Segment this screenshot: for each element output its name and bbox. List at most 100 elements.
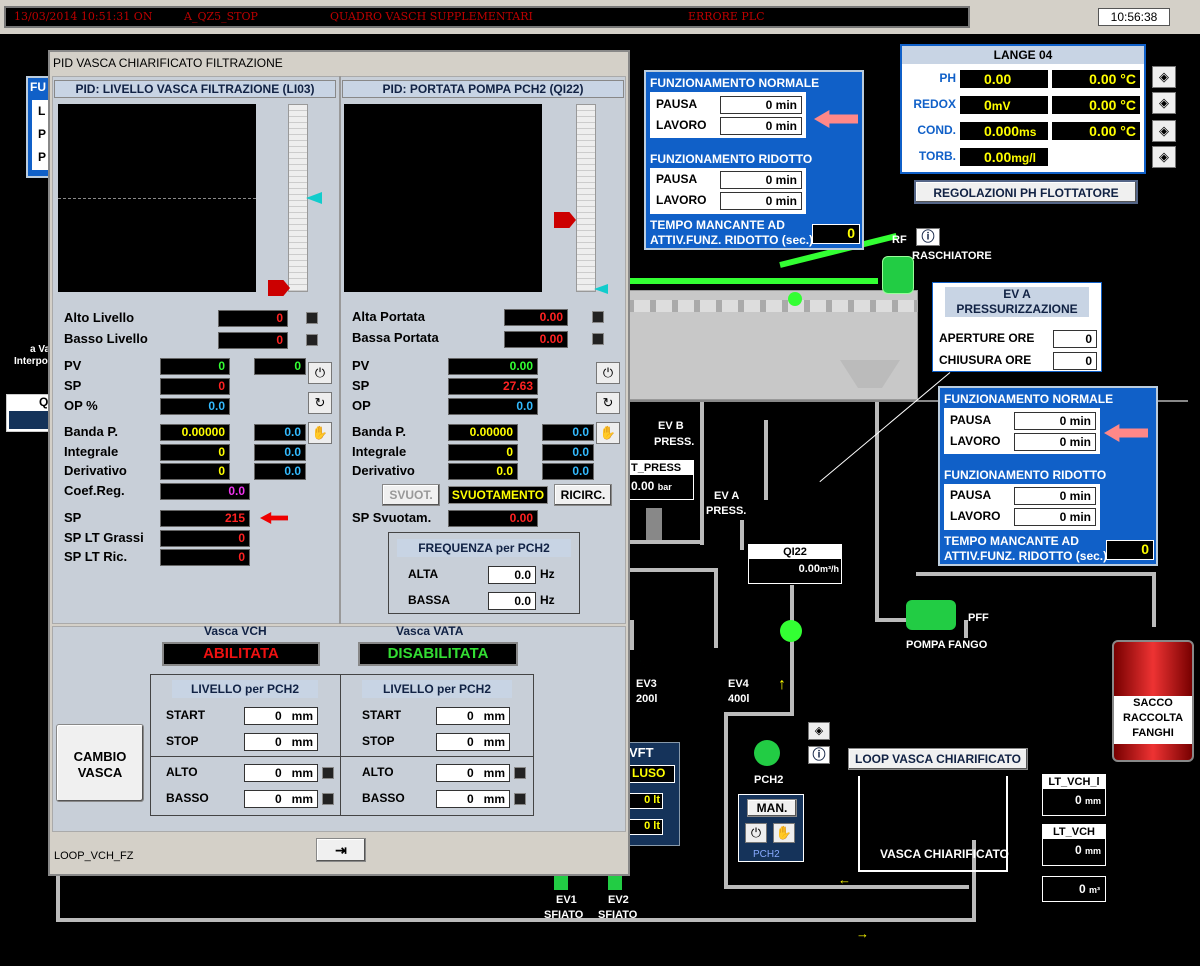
vata-alto-value[interactable]: 0 mm <box>436 764 510 782</box>
alarm-icon-3[interactable]: ◈ <box>1152 120 1176 142</box>
funz1-reduced-pausa[interactable]: 0 min <box>720 171 802 189</box>
ltvch-box: LT_VCH 0 mm <box>1042 824 1106 866</box>
diamond-icon[interactable]: ◈ <box>808 722 830 740</box>
funz1-reduced-lavoro[interactable]: 0 min <box>720 192 802 210</box>
lange-v1: 0.00 <box>984 71 1012 87</box>
vch-basso-value[interactable]: 0 mm <box>244 790 318 808</box>
vata-start-value[interactable]: 0 mm <box>436 707 510 725</box>
auto-mode-icon[interactable]: ⏻ <box>308 362 332 384</box>
left-pv-value-2: 0 <box>254 358 306 375</box>
power-icon[interactable]: ⏻ <box>745 823 767 843</box>
vch-stop-unit: mm <box>291 735 313 749</box>
vata-alto-led <box>514 767 526 779</box>
vch-alto-value[interactable]: 0 mm <box>244 764 318 782</box>
lange-v1: 0.00 <box>984 149 1012 165</box>
pid-left-slider[interactable] <box>288 104 308 292</box>
alto-livello-led <box>306 312 318 324</box>
right-deriv-value-2: 0.0 <box>542 463 594 480</box>
ev1-label: EV1 <box>556 894 577 906</box>
info-icon-2[interactable]: ⓘ <box>808 746 830 764</box>
cambio-label-2: VASCA <box>77 765 123 780</box>
freq-bassa-value[interactable]: 0.0 <box>488 592 536 610</box>
pff-pump-icon[interactable] <box>906 600 956 630</box>
hand-icon[interactable]: ✋ <box>773 823 795 843</box>
vata-basso-value[interactable]: 0 mm <box>436 790 510 808</box>
volume-unit: m³ <box>1089 885 1100 895</box>
funz2-normal-lavoro[interactable]: 0 min <box>1014 433 1096 451</box>
bg-left-item-2: P <box>38 127 47 141</box>
alarm-icon-1[interactable]: ◈ <box>1152 66 1176 88</box>
clock: 10:56:38 <box>1098 8 1170 26</box>
pid-window-title: PID VASCA CHIARIFICATO FILTRAZIONE <box>50 52 628 74</box>
right-op-label: OP <box>352 398 371 413</box>
right-deriv-value: 0.0 <box>448 463 518 480</box>
sp-lt-ric-value: 0 <box>160 549 250 566</box>
svuot-button[interactable]: SVUOT. <box>382 484 440 506</box>
vch-stop-value[interactable]: 0 mm <box>244 733 318 751</box>
vata-alto-label: ALTO <box>362 765 394 779</box>
left-deriv-value-2: 0.0 <box>254 463 306 480</box>
alarm-state: ERRORE PLC <box>688 10 765 23</box>
flow-arrow-right-icon: → <box>856 926 869 941</box>
funz1-normal-pausa[interactable]: 0 min <box>720 96 802 114</box>
vft-button[interactable]: LUSO <box>629 765 675 783</box>
basso-livello-value: 0 <box>218 332 288 349</box>
ltvchl-box: LT_VCH_l 0 mm <box>1042 774 1106 816</box>
ev1-valve-icon[interactable] <box>554 876 568 890</box>
lange-label: TORB. <box>918 149 956 163</box>
freq-alta-value[interactable]: 0.0 <box>488 566 536 584</box>
manual-hand-icon[interactable]: ✋ <box>308 422 332 444</box>
exit-icon[interactable]: ⇥ <box>316 838 366 862</box>
vch-alto-label: ALTO <box>166 765 198 779</box>
footer-loop-label: LOOP_VCH_FZ <box>54 850 134 862</box>
funz1-normal-lavoro[interactable]: 0 min <box>720 117 802 135</box>
vata-stop-value[interactable]: 0 mm <box>436 733 510 751</box>
vch-alto-unit: mm <box>291 766 313 780</box>
cycle-icon[interactable]: ↻ <box>308 392 332 414</box>
lange-v2: 0.00 <box>1089 123 1117 139</box>
ev-title-1: EV A <box>1003 287 1031 301</box>
info-icon[interactable]: ⓘ <box>916 228 940 246</box>
ev-chiusura-value[interactable]: 0 <box>1053 352 1097 370</box>
vch-start-value[interactable]: 0 mm <box>244 707 318 725</box>
freq-box: FREQUENZA per PCH2 <box>388 532 580 614</box>
freq-bassa-label: BASSA <box>408 593 451 607</box>
ev2-valve-icon[interactable] <box>608 876 622 890</box>
right-auto-mode-icon[interactable]: ⏻ <box>596 362 620 384</box>
pff-label: PFF <box>968 612 989 624</box>
regolazioni-ph-button[interactable]: REGOLAZIONI PH FLOTTATORE <box>914 180 1138 204</box>
pch2-pump-icon[interactable] <box>754 740 780 766</box>
alarm-banner[interactable]: 13/03/2014 10:51:31 ON A_QZ5_STOP QUADRO… <box>4 6 970 28</box>
funz2-pausa-label-2: PAUSA <box>950 488 992 502</box>
alarm-icon-4[interactable]: ◈ <box>1152 146 1176 168</box>
funz2-normal-pausa[interactable]: 0 min <box>1014 412 1096 430</box>
ltvchl-value: 0 <box>1074 793 1082 807</box>
left-banda-value-2: 0.0 <box>254 424 306 441</box>
loop-vasca-button[interactable]: LOOP VASCA CHIARIFICATO <box>848 748 1028 770</box>
left-pv-value: 0 <box>160 358 230 375</box>
ev-aperture-value[interactable]: 0 <box>1053 330 1097 348</box>
freq-title: FREQUENZA per PCH2 <box>397 539 571 557</box>
qi22-value: 0.00 <box>798 563 820 575</box>
vch-start-label: START <box>166 708 206 722</box>
funz2-reduced-pausa[interactable]: 0 min <box>1014 487 1096 505</box>
alarm-icon-2[interactable]: ◈ <box>1152 92 1176 114</box>
right-pv-label: PV <box>352 358 370 373</box>
vata-stop-num: 0 <box>466 735 474 749</box>
cambio-vasca-button[interactable]: CAMBIO VASCA <box>56 724 144 802</box>
alta-portata-led <box>592 311 604 323</box>
left-banda-label: Banda P. <box>64 424 118 439</box>
eva-valve-icon[interactable] <box>748 494 776 518</box>
ev4-valve-icon[interactable] <box>710 646 740 672</box>
ricirc-button[interactable]: RICIRC. <box>554 484 612 506</box>
funz1-tempo-1: TEMPO MANCANTE AD <box>650 218 785 232</box>
scraper-motor <box>882 256 914 294</box>
funz2-reduced-lavoro[interactable]: 0 min <box>1014 508 1096 526</box>
man-button[interactable]: MAN. <box>747 799 797 817</box>
right-manual-hand-icon[interactable]: ✋ <box>596 422 620 444</box>
vata-basso-led <box>514 793 526 805</box>
pid-right-slider[interactable] <box>576 104 596 292</box>
right-cycle-icon[interactable]: ↻ <box>596 392 620 414</box>
funz1-lavoro-label: LAVORO <box>656 118 707 132</box>
tpress-box: T_PRESS 0.00 bar <box>628 460 694 500</box>
